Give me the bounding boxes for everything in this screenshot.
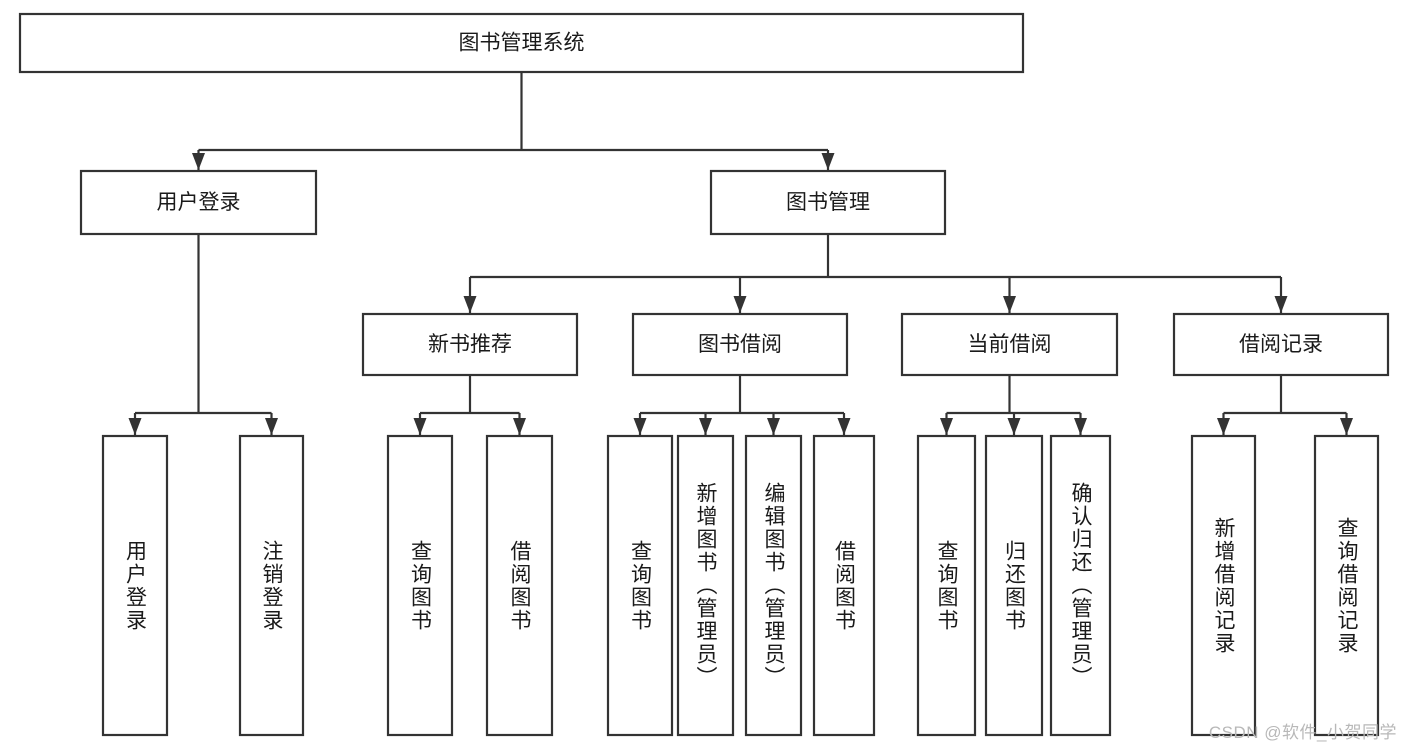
arrow-head-icon	[1274, 296, 1288, 313]
node-level3-label-2: 当前借阅	[968, 333, 1052, 356]
arrow-head-icon	[733, 296, 747, 313]
arrow-head-icon	[413, 418, 427, 435]
node-leaf-label-0: 用户登录	[123, 539, 147, 632]
node-level3-1[interactable]	[631, 312, 849, 377]
node-leaf-label-10: 确认归还（管理员）	[1069, 482, 1092, 689]
arrow-head-icon	[1007, 418, 1021, 435]
node-leaf-10[interactable]	[1049, 434, 1112, 737]
node-leaf-3[interactable]	[485, 434, 554, 737]
node-root-label: 图书管理系统	[459, 32, 585, 55]
node-leaf-label-6: 编辑图书（管理员）	[762, 482, 785, 689]
node-level3-3[interactable]	[1172, 312, 1390, 377]
node-leaf-1[interactable]	[238, 434, 305, 737]
arrow-head-icon	[192, 153, 205, 170]
arrow-head-icon	[821, 153, 835, 170]
node-leaf-9[interactable]	[984, 434, 1044, 737]
arrow-head-icon	[699, 418, 712, 435]
node-root[interactable]	[18, 12, 1025, 74]
node-leaf-4[interactable]	[606, 434, 674, 737]
node-leaf-label-7: 借阅图书	[832, 539, 856, 632]
node-leaf-2[interactable]	[386, 434, 454, 737]
node-level3-label-1: 图书借阅	[698, 333, 782, 356]
node-boxes	[18, 12, 1390, 737]
arrow-head-icon	[1074, 418, 1087, 435]
node-leaf-8[interactable]	[916, 434, 977, 737]
arrow-head-icon	[1340, 418, 1353, 435]
node-level3-2[interactable]	[900, 312, 1119, 377]
node-leaf-12[interactable]	[1313, 434, 1380, 737]
node-leaf-5[interactable]	[676, 434, 735, 737]
node-leaf-label-12: 查询借阅记录	[1335, 516, 1358, 655]
node-leaf-label-1: 注销登录	[260, 539, 283, 632]
arrow-head-icon	[837, 418, 851, 435]
arrow-head-icon	[1217, 418, 1230, 435]
node-leaf-label-3: 借阅图书	[508, 539, 531, 632]
node-leaf-label-11: 新增借阅记录	[1212, 516, 1235, 655]
arrow-head-icon	[1003, 296, 1016, 313]
node-leaf-6[interactable]	[744, 434, 803, 737]
node-leaf-label-2: 查询图书	[408, 539, 432, 632]
node-level3-label-0: 新书推荐	[428, 333, 512, 356]
arrow-head-icon	[128, 418, 142, 435]
arrow-head-icon	[940, 418, 953, 435]
node-leaf-7[interactable]	[812, 434, 876, 737]
node-leaf-label-9: 归还图书	[1002, 539, 1026, 632]
arrow-head-icon	[767, 418, 780, 435]
node-level3-label-3: 借阅记录	[1239, 333, 1323, 356]
node-level2-1[interactable]	[709, 169, 947, 236]
arrow-head-icon	[633, 418, 647, 435]
node-leaf-label-5: 新增图书（管理员）	[694, 482, 717, 689]
node-level2-label-1: 图书管理	[786, 191, 870, 214]
node-level2-label-0: 用户登录	[157, 191, 241, 214]
node-leaf-label-8: 查询图书	[935, 539, 958, 632]
connector-lines	[128, 72, 1353, 435]
node-leaf-label-4: 查询图书	[628, 539, 652, 632]
arrow-head-icon	[463, 296, 477, 313]
arrow-head-icon	[513, 418, 526, 435]
node-leaf-0[interactable]	[101, 434, 169, 737]
arrow-head-icon	[265, 418, 278, 435]
node-level2-0[interactable]	[79, 169, 318, 236]
node-level3-0[interactable]	[361, 312, 579, 377]
node-leaf-11[interactable]	[1190, 434, 1257, 737]
